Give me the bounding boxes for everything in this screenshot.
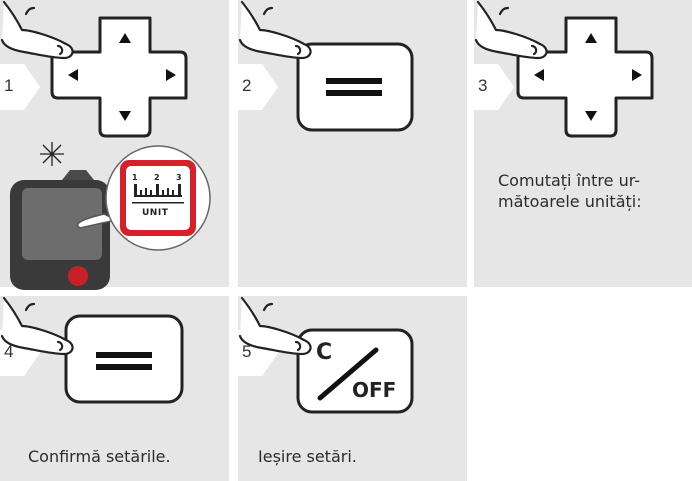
step-tab-2 bbox=[238, 64, 278, 110]
pointing-finger-icon bbox=[238, 296, 312, 356]
step-tabs bbox=[0, 64, 514, 376]
nav-pad-icon-3 bbox=[516, 16, 654, 138]
pointing-finger-icon bbox=[474, 0, 548, 60]
pointing-finger-icon bbox=[0, 296, 74, 356]
equals-key-icon-2 bbox=[296, 42, 414, 132]
arrow-left-icon bbox=[68, 69, 78, 81]
off-key-label: OFF bbox=[352, 378, 397, 402]
arrow-right-icon bbox=[632, 69, 642, 81]
device-illustration bbox=[10, 142, 110, 290]
step-tab-1 bbox=[0, 64, 40, 110]
arrow-up-icon bbox=[119, 33, 131, 43]
step-4-caption: Confirmă setările. bbox=[28, 447, 171, 466]
device-red-button bbox=[68, 266, 88, 286]
nav-pad-icon-1 bbox=[50, 16, 188, 138]
pointing-finger-icon bbox=[0, 0, 74, 60]
step-number-2: 2 bbox=[242, 76, 252, 95]
step-tab-3 bbox=[474, 64, 514, 110]
step-number-5: 5 bbox=[242, 342, 252, 361]
scale-tick-3: 3 bbox=[176, 173, 183, 182]
step-number-3: 3 bbox=[478, 76, 488, 95]
clear-key-label: C bbox=[316, 340, 333, 365]
unit-callout bbox=[77, 145, 211, 251]
scale-tick-1: 1 bbox=[132, 173, 139, 182]
arrow-down-icon bbox=[119, 111, 131, 121]
arrow-left-icon bbox=[534, 69, 544, 81]
unit-button-label: UNIT bbox=[142, 208, 169, 218]
step-3-caption-line-2: mătoarele unități: bbox=[498, 192, 642, 211]
laser-spark-icon bbox=[40, 142, 64, 166]
step-number-4: 4 bbox=[4, 342, 14, 361]
scale-tick-2: 2 bbox=[154, 173, 161, 182]
step-5-caption: Ieșire setări. bbox=[258, 447, 357, 466]
arrow-right-icon bbox=[166, 69, 176, 81]
equals-key-icon-4 bbox=[64, 314, 184, 404]
step-number-1: 1 bbox=[4, 76, 14, 95]
step-3-caption-line-1: Comutați între ur- bbox=[498, 171, 641, 190]
pointing-finger-icon bbox=[238, 0, 312, 60]
step-3-caption: Comutați între ur- mătoarele unități: bbox=[498, 170, 688, 212]
arrow-up-icon bbox=[585, 33, 597, 43]
arrow-down-icon bbox=[585, 111, 597, 121]
clear-off-key-icon bbox=[296, 328, 414, 414]
